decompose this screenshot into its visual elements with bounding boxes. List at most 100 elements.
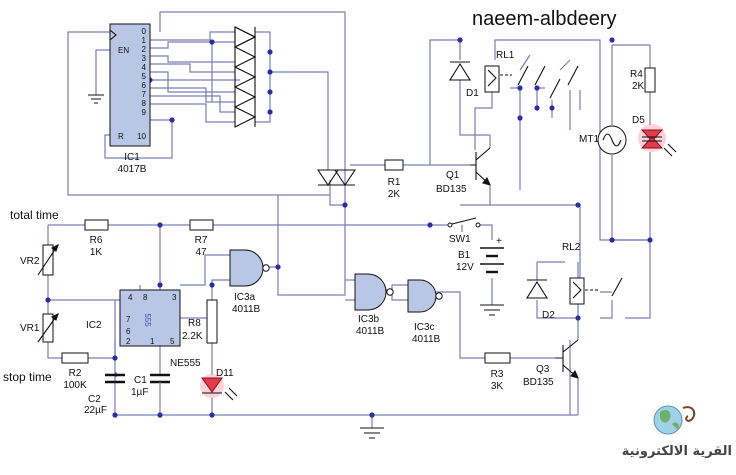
r3-value: 3K [491,381,504,392]
ic2-pin-1: 1 [150,337,155,346]
r3-name: R3 [491,369,504,380]
transistor-q3: Q3 BD135 [523,330,579,390]
r7-name: R7 [195,235,208,246]
d2-name: D2 [542,310,555,321]
d11-name: D11 [216,368,234,379]
switch-sw1[interactable]: SW1 [447,217,481,245]
resistor-r8: R8 2.2K [182,299,218,344]
ic1-4017: 0 1 2 3 4 5 6 7 8 9 EN R 10 IC1 4017B [109,23,151,175]
resistor-r4: R4 2K [630,67,656,93]
b1-value: 12V [456,262,474,273]
resistor-r2: R2 100K [61,352,89,391]
ground-main-icon [360,427,384,439]
r2-value: 100K [63,380,87,391]
led-d11: D11 [200,368,238,401]
c2-name: C2 [88,394,101,405]
ground-icon [88,94,104,104]
ic2-pin-3: 3 [172,293,177,302]
ic2-pin-5: 5 [170,337,175,346]
d5-name: D5 [632,115,645,126]
watermark-text: القرية الالكترونية [622,444,732,459]
ic1-pin-r: R [118,132,124,141]
r6-value: 1K [90,247,103,258]
motor-mt1: MT1 [579,125,627,155]
capacitor-c2: + C2 22µF [84,370,125,416]
r1-value: 2K [388,189,401,200]
diode-array [234,26,257,128]
r4-name: R4 [630,69,643,80]
rl1-name: RL1 [496,50,515,61]
relay-rl2: RL2 [562,242,623,305]
stop-time-label: stop time [3,370,52,384]
potentiometer-vr1: VR1 [20,312,59,343]
resistor-r7: R7 47 [189,219,214,258]
page-title: naeem-albdeery [472,8,617,30]
ic1-pin-7: 7 [142,90,147,99]
ic2-pin-8: 8 [143,293,148,302]
nand-gate-ic3a: IC3a 4011B [229,249,270,315]
resistor-r1: R1 2K [384,159,404,200]
diode-pair [316,169,357,186]
ic1-pin-10: 10 [137,132,146,141]
r4-value: 2K [632,81,645,92]
transistor-q1: Q1 BD135 [436,135,491,195]
battery-b1: + B1 12V [456,236,504,274]
ic1-pin-2: 2 [142,45,147,54]
b1-polarity: + [496,236,502,247]
diode-d1: D1 [449,61,479,99]
ic3a-part: 4011B [232,304,261,315]
sw1-name: SW1 [449,234,471,245]
resistor-r6: R6 1K [84,219,109,258]
ic2-pin-6: 6 [126,327,131,336]
watermark-logo: القرية الالكترونية [622,405,732,459]
ic1-name: IC1 [124,152,140,163]
nand-gate-ic3b: IC3b 4011B [354,273,394,337]
c1-name: C1 [134,375,147,386]
ic1-pin-en: EN [118,46,129,55]
r2-name: R2 [69,368,82,379]
r1-name: R1 [388,177,401,188]
ic1-pin-3: 3 [142,54,147,63]
c1-value: 1µF [131,387,148,398]
b1-name: B1 [458,250,471,261]
total-time-label: total time [10,208,59,222]
ic1-pin-4: 4 [142,63,147,72]
c2-value: 22µF [84,405,107,416]
potentiometer-vr2: VR2 [20,243,59,276]
r8-value: 2.2K [182,331,203,342]
r8-name: R8 [188,318,201,329]
ic2-pin-4: 4 [128,293,133,302]
rl2-name: RL2 [562,242,581,253]
ground-battery-icon [480,304,504,316]
ic1-part: 4017B [118,164,147,175]
ic3b-part: 4011B [356,326,385,337]
ic3c-part: 4011B [412,334,441,345]
c2-polarity: + [113,370,119,381]
diode-d2: D2 [526,279,555,321]
d1-name: D1 [466,88,479,99]
q3-part: BD135 [523,377,554,388]
r6-name: R6 [90,235,103,246]
ic2-555: 4 8 3 7 6 2 1 5 555 IC2 NE555 [86,289,201,369]
ic2-pin-2: 2 [126,337,131,346]
ic1-pin-9: 9 [142,108,147,117]
ic2-chip-label: 555 [143,313,152,327]
vr1-name: VR1 [20,323,40,334]
ic3c-name: IC3c [414,322,435,333]
vr2-name: VR2 [20,256,40,267]
ic2-part: NE555 [170,358,201,369]
ic3b-name: IC3b [358,314,380,325]
mt1-name: MT1 [579,134,599,145]
r7-value: 47 [195,247,207,258]
led-d5: D5 [632,115,677,157]
q3-name: Q3 [536,364,550,375]
ic1-pin-6: 6 [142,81,147,90]
nand-gate-ic3c: IC3c 4011B [407,279,443,345]
q1-name: Q1 [446,170,460,181]
ic2-name: IC2 [86,320,102,331]
ic1-pin-1: 1 [142,36,147,45]
ic1-pin-0: 0 [142,27,147,36]
resistor-r3: R3 3K [484,352,511,392]
ic1-pin-5: 5 [142,72,147,81]
ic3a-name: IC3a [234,292,256,303]
